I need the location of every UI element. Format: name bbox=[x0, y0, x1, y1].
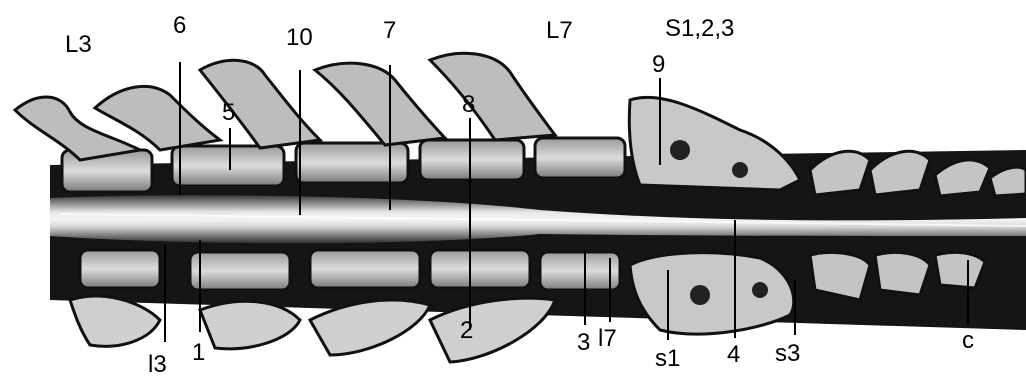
label-9: 9 bbox=[652, 51, 665, 78]
label-s1: s1 bbox=[655, 345, 680, 372]
label-c: c bbox=[962, 327, 974, 354]
label-5: 5 bbox=[222, 99, 235, 126]
label-8: 8 bbox=[462, 91, 475, 118]
label-l3: l3 bbox=[148, 351, 167, 378]
label-l7: l7 bbox=[598, 325, 617, 352]
label-2: 2 bbox=[460, 317, 473, 344]
label-region-L3: L3 bbox=[65, 31, 92, 58]
label-3: 3 bbox=[577, 329, 590, 356]
label-10: 10 bbox=[286, 24, 313, 51]
label-s3: s3 bbox=[775, 340, 800, 367]
label-4: 4 bbox=[727, 341, 740, 368]
label-6: 6 bbox=[173, 12, 186, 39]
label-7: 7 bbox=[383, 17, 396, 44]
label-region-S: S1,2,3 bbox=[665, 15, 734, 42]
label-region-L7: L7 bbox=[546, 17, 573, 44]
label-1: 1 bbox=[192, 339, 205, 366]
